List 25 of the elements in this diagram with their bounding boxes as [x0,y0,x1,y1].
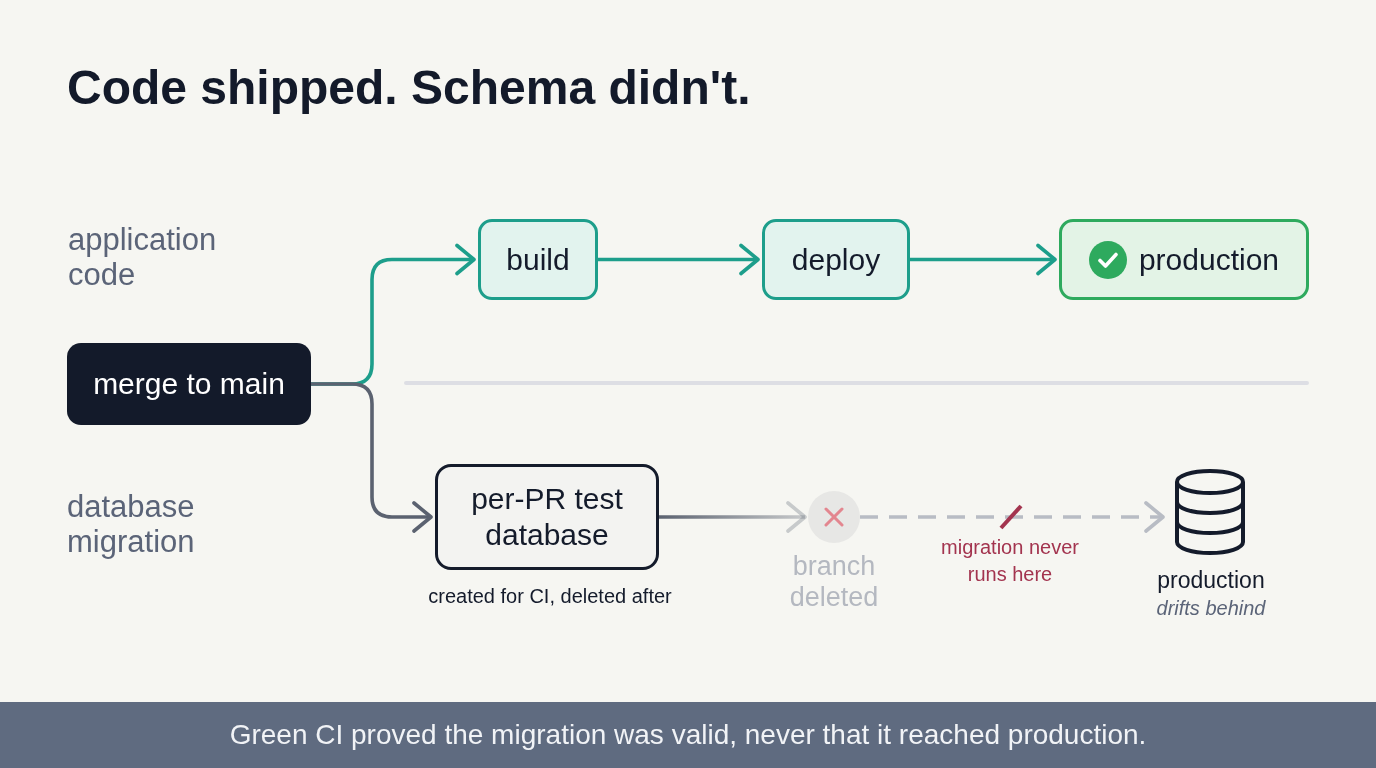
node-label: deploy [791,241,881,278]
node-label: build [506,241,570,278]
process-box [478,219,598,300]
arrow [910,243,1057,276]
database-box [435,464,659,570]
lane-label: database migration [67,489,195,559]
node-caption: drifts behind [1156,596,1266,620]
node-label: production [1138,241,1280,278]
caption: Green CI proved the migration was valid, never that it reached production. [229,718,1147,752]
process-box [1059,219,1309,300]
node-caption: branch deleted [789,551,879,613]
node-caption: production [1157,566,1265,594]
arrow [860,501,1165,533]
x-mark-icon [808,491,860,543]
node-label: merge to main [93,366,285,402]
arrow [311,382,433,533]
node-caption: created for CI, deleted after [428,584,672,608]
database-icon [1173,469,1247,555]
node-label: per-PR test database [470,481,624,553]
start-box [67,343,311,425]
arrow [659,501,807,533]
arrow [598,243,760,276]
lane-label: application code [68,222,217,292]
process-box [762,219,910,300]
title: Code shipped. Schema didn't. [67,60,751,116]
